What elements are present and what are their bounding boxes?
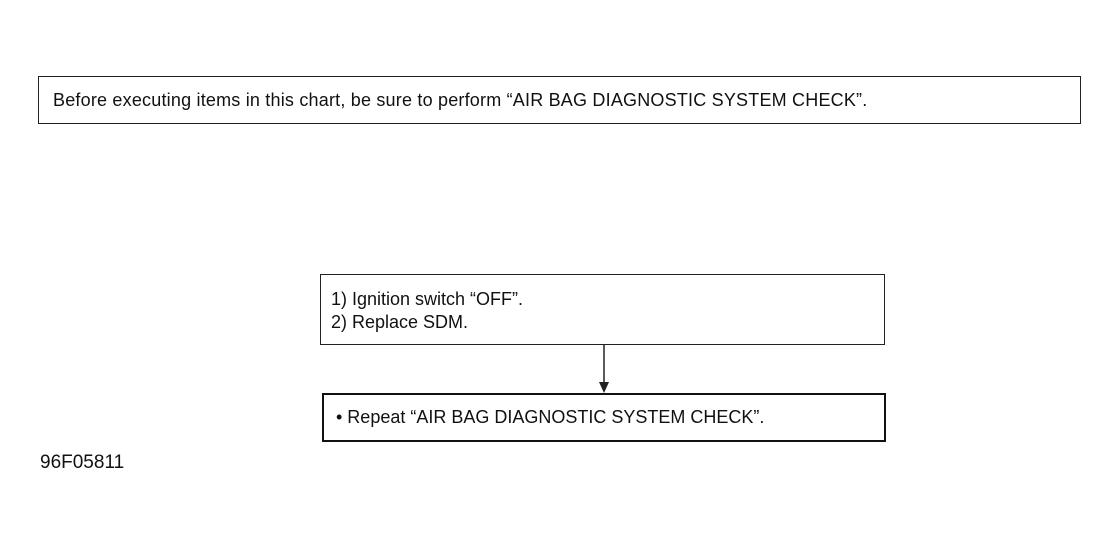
figure-id-label: 96F05811 [40, 452, 125, 473]
flow-arrow-head [599, 382, 609, 393]
precondition-notice-text: Before executing items in this chart, be… [53, 89, 868, 110]
result-action-text: • Repeat “AIR BAG DIAGNOSTIC SYSTEM CHEC… [336, 407, 765, 427]
step-replace-sdm: 2) Replace SDM. [331, 312, 469, 332]
step-ignition-off: 1) Ignition switch “OFF”. [331, 289, 524, 309]
flow-arrow [599, 345, 609, 393]
result-action-box: • Repeat “AIR BAG DIAGNOSTIC SYSTEM CHEC… [322, 393, 886, 442]
action-steps-box: 1) Ignition switch “OFF”. 2) Replace SDM… [320, 274, 885, 345]
precondition-notice-box: Before executing items in this chart, be… [38, 76, 1081, 124]
